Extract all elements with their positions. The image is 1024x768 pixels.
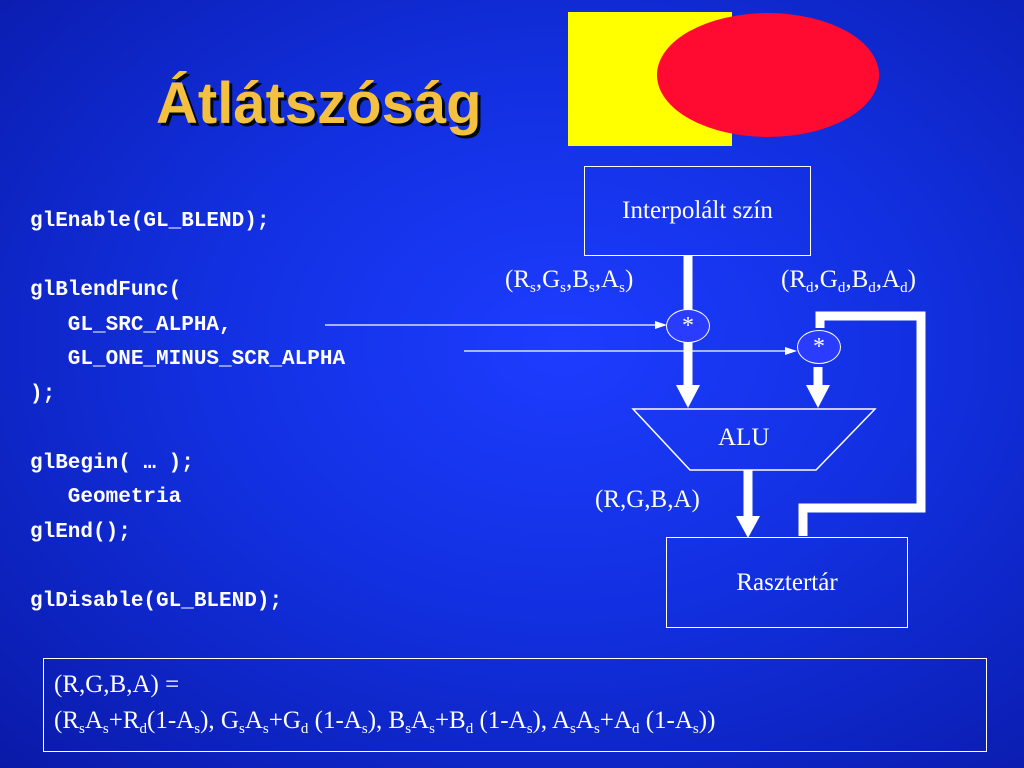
src-alpha-arrowhead xyxy=(655,321,667,329)
arrowhead-alu-raster xyxy=(736,516,760,538)
multiply-dest-symbol: * xyxy=(813,333,825,360)
formula-line-2: (RsAs+Rd(1-As), GsAs+Gd (1-As), BsAs+Bd … xyxy=(54,707,716,737)
blend-formula-box: (R,G,B,A) = (RsAs+Rd(1-As), GsAs+Gd (1-A… xyxy=(43,658,987,752)
interpolated-color-label: Interpolált szín xyxy=(622,197,773,224)
dest-rgba-label: (Rd,Gd,Bd,Ad) xyxy=(781,266,916,296)
arrowhead-src-alu xyxy=(676,385,700,408)
slide-title: Átlátszóság xyxy=(156,71,482,136)
result-rgba-label: (R,G,B,A) xyxy=(595,486,700,513)
formula-line-1: (R,G,B,A) = xyxy=(54,671,180,698)
multiply-source-node: * xyxy=(666,309,710,343)
code-line: GL_ONE_MINUS_SCR_ALPHA xyxy=(30,348,346,371)
framebuffer-label: Rasztertár xyxy=(736,568,838,596)
framebuffer-box: Rasztertár xyxy=(666,537,908,628)
alu-shape xyxy=(631,408,877,471)
arrowhead-dst-alu xyxy=(806,385,830,408)
code-line: ); xyxy=(30,382,56,406)
red-ellipse xyxy=(657,13,879,137)
interpolated-color-box: Interpolált szín xyxy=(584,166,811,256)
code-line xyxy=(30,412,345,447)
code-line: glEnd(); xyxy=(30,520,131,544)
code-line xyxy=(30,240,345,275)
code-line: GL_SRC_ALPHA, xyxy=(30,313,232,337)
one-minus-alpha-arrowhead xyxy=(785,347,797,355)
code-line: glBegin( … ); xyxy=(30,451,194,475)
alu-label: ALU xyxy=(718,424,770,451)
code-line: glBlendFunc( xyxy=(30,279,182,302)
code-line: glEnable(GL_BLEND); xyxy=(30,210,270,233)
code-line: glDisable(GL_BLEND); xyxy=(30,589,283,613)
source-rgba-label: (Rs,Gs,Bs,As) xyxy=(505,266,634,296)
thick-arrows xyxy=(683,255,926,536)
code-listing: glEnable(GL_BLEND); glBlendFunc( GL_SRC_A… xyxy=(30,205,345,619)
multiply-dest-node: * xyxy=(797,330,841,364)
code-line: Geometria xyxy=(30,486,182,509)
multiply-source-symbol: * xyxy=(682,312,694,339)
code-line xyxy=(30,550,345,585)
